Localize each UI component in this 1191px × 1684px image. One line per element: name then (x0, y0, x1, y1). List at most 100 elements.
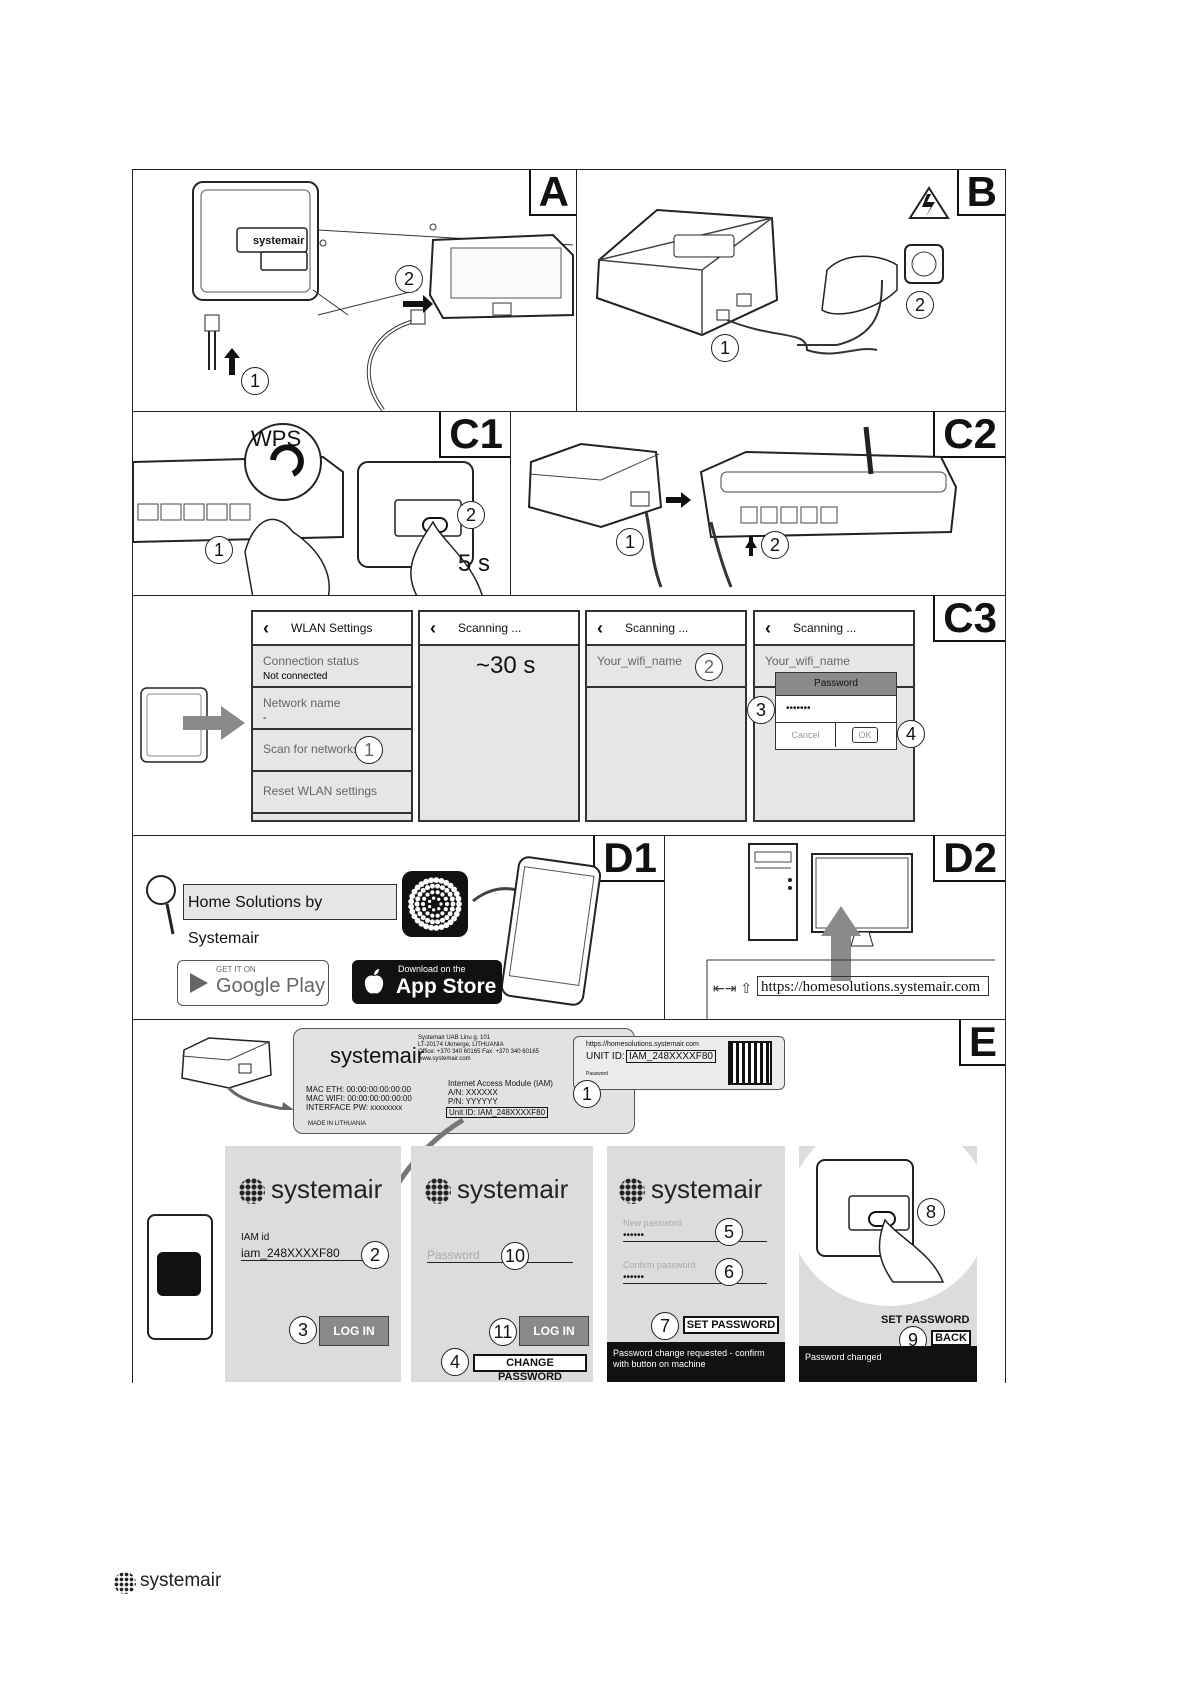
scanning-screen: ‹ Scanning ... ~30 s (418, 610, 580, 822)
dialog-cancel-button[interactable]: Cancel (776, 723, 836, 747)
app-icon-dot (411, 913, 418, 920)
phone-app (147, 1214, 213, 1340)
panel-tag-c1: C1 (439, 412, 511, 458)
app-icon-dot (422, 896, 427, 901)
app-icon-dot (414, 884, 421, 891)
step-badge: 1 (205, 536, 233, 564)
new-password-label: New password (623, 1218, 683, 1228)
step-badge: 3 (747, 696, 775, 724)
footer-brand: systemair (140, 1570, 222, 1591)
step-badge: 4 (441, 1348, 469, 1376)
back-icon[interactable]: ‹ (597, 618, 603, 638)
app-icon-dot (435, 913, 440, 918)
password-input[interactable]: ••••••• (776, 696, 896, 723)
apple-big-text: App Store (396, 975, 497, 998)
phone-icon (472, 856, 602, 1006)
back-icon[interactable]: ‹ (263, 618, 269, 638)
app-icon-dot (455, 895, 462, 902)
app-icon-dot (425, 917, 431, 923)
panel-c3: C3 ‹ WLAN Settings Connection status Not… (132, 595, 1006, 837)
new-password-input[interactable]: •••••• (623, 1230, 767, 1242)
reset-wlan-row[interactable]: Reset WLAN settings (253, 772, 411, 814)
password-changed-screen: 8 SET PASSWORD BACK 9 Password changed (789, 1116, 989, 1382)
app-icon-dot (447, 882, 454, 889)
footer-logo-icon (114, 1572, 136, 1594)
brand-logo: systemair (271, 1174, 383, 1204)
back-icon[interactable]: ‹ (430, 618, 436, 638)
google-big-text: Google Play (216, 975, 325, 997)
step-badge: 5 (715, 1218, 743, 1246)
password-input[interactable]: Password (427, 1248, 573, 1263)
status-message: Password changed (799, 1346, 977, 1382)
panel-a: A systemair 1 2 (132, 169, 578, 413)
unit-tag: https://homesolutions.systemair.com UNIT… (573, 1036, 785, 1090)
panel-tag-b: B (956, 170, 1005, 216)
app-icon-dot (418, 881, 425, 888)
panel-tag-d1: D1 (593, 836, 665, 882)
app-icon-dot (428, 877, 435, 884)
password-login-screen: systemair Password 10 LOG IN 11 CHANGE P… (411, 1146, 593, 1383)
address-bar[interactable]: https://homesolutions.systemair.com (757, 976, 989, 996)
app-icon-dot (449, 896, 455, 902)
app-icon-dot (408, 903, 415, 910)
app-icon-dot (437, 907, 441, 911)
app-icon-dot (444, 901, 450, 907)
panel-c2-illustration (527, 426, 958, 588)
app-icon-dot (444, 915, 450, 921)
play-icon (190, 973, 208, 993)
app-store-badge[interactable]: Download on the App Store (352, 960, 502, 1004)
panel-c1: C1 WPS 5 s 1 2 (132, 411, 512, 597)
address-line: www.systemair.com (418, 1056, 471, 1062)
logo-dots-icon (619, 1178, 645, 1204)
confirm-password-input[interactable]: •••••• (623, 1272, 767, 1284)
step-badge: 1 (711, 334, 739, 362)
address-line: Systemair UAB Linu g. 101 (418, 1035, 491, 1041)
app-icon[interactable] (402, 871, 468, 937)
panel-b: B 1 2 (576, 169, 1006, 413)
back-button[interactable]: BACK (931, 1330, 971, 1346)
app-icon-dot (440, 911, 445, 916)
set-password-button[interactable]: SET PASSWORD (683, 1316, 779, 1334)
computer-illustration (706, 843, 995, 1020)
address-line: LT-20174 Ukmerge, LITHUANIA (418, 1042, 504, 1048)
row-value: Not connected (263, 671, 328, 682)
iam-id-input[interactable]: iam_248XXXXF80 (241, 1246, 387, 1261)
scan-networks-row[interactable]: Scan for networks 1 (253, 730, 411, 772)
login-button[interactable]: LOG IN (519, 1316, 589, 1346)
step-badge: 2 (361, 1241, 389, 1269)
panel-tag-e: E (958, 1020, 1005, 1066)
app-icon-dot (420, 887, 426, 893)
change-password-button[interactable]: CHANGE PASSWORD (473, 1354, 587, 1383)
app-icon-dot (427, 904, 432, 909)
login-button[interactable]: LOG IN (319, 1316, 389, 1346)
screen-title: Scanning ... (625, 621, 689, 635)
step-badge: 11 (489, 1318, 517, 1346)
app-icon-dot (451, 886, 458, 893)
panel-d1: D1 Home Solutions by Systemair GET IT ON… (132, 835, 666, 1021)
address-line: Office: +370 340 60165 Fax: +370 340 601… (418, 1049, 539, 1055)
panel-b-illustration (595, 186, 950, 355)
screen-title: Scanning ... (458, 621, 522, 635)
step-badge: 7 (651, 1312, 679, 1340)
browser-nav-icons[interactable]: ⇤⇥ ⇧ (713, 980, 753, 996)
network-item[interactable]: Your_wifi_name 2 (587, 646, 745, 688)
back-icon[interactable]: ‹ (765, 618, 771, 638)
magnifier-icon (146, 875, 176, 935)
brand-logo: systemair (651, 1174, 763, 1204)
search-input[interactable]: Home Solutions by Systemair (183, 884, 397, 947)
panel-c1-illustration (133, 423, 484, 596)
step-badge: 1 (616, 528, 644, 556)
mac-line: MAC WIFI: 00:00:00:00:00:00 (306, 1094, 412, 1103)
wlan-settings-screen: ‹ WLAN Settings Connection status Not co… (251, 610, 413, 822)
app-icon-dot (451, 915, 458, 922)
dialog-ok-button[interactable]: OK (852, 727, 878, 743)
app-icon-dot (438, 877, 445, 884)
row-value: - (263, 713, 267, 724)
device-small (181, 1037, 295, 1110)
confirm-password-label: Confirm password (623, 1260, 696, 1270)
google-play-badge[interactable]: GET IT ON Google Play (177, 960, 329, 1006)
tag-unit-value: IAM_248XXXXF80 (626, 1050, 716, 1063)
logo-dots-icon (239, 1178, 265, 1204)
app-icon-dot (453, 891, 460, 897)
app-icon-dot (425, 892, 430, 897)
